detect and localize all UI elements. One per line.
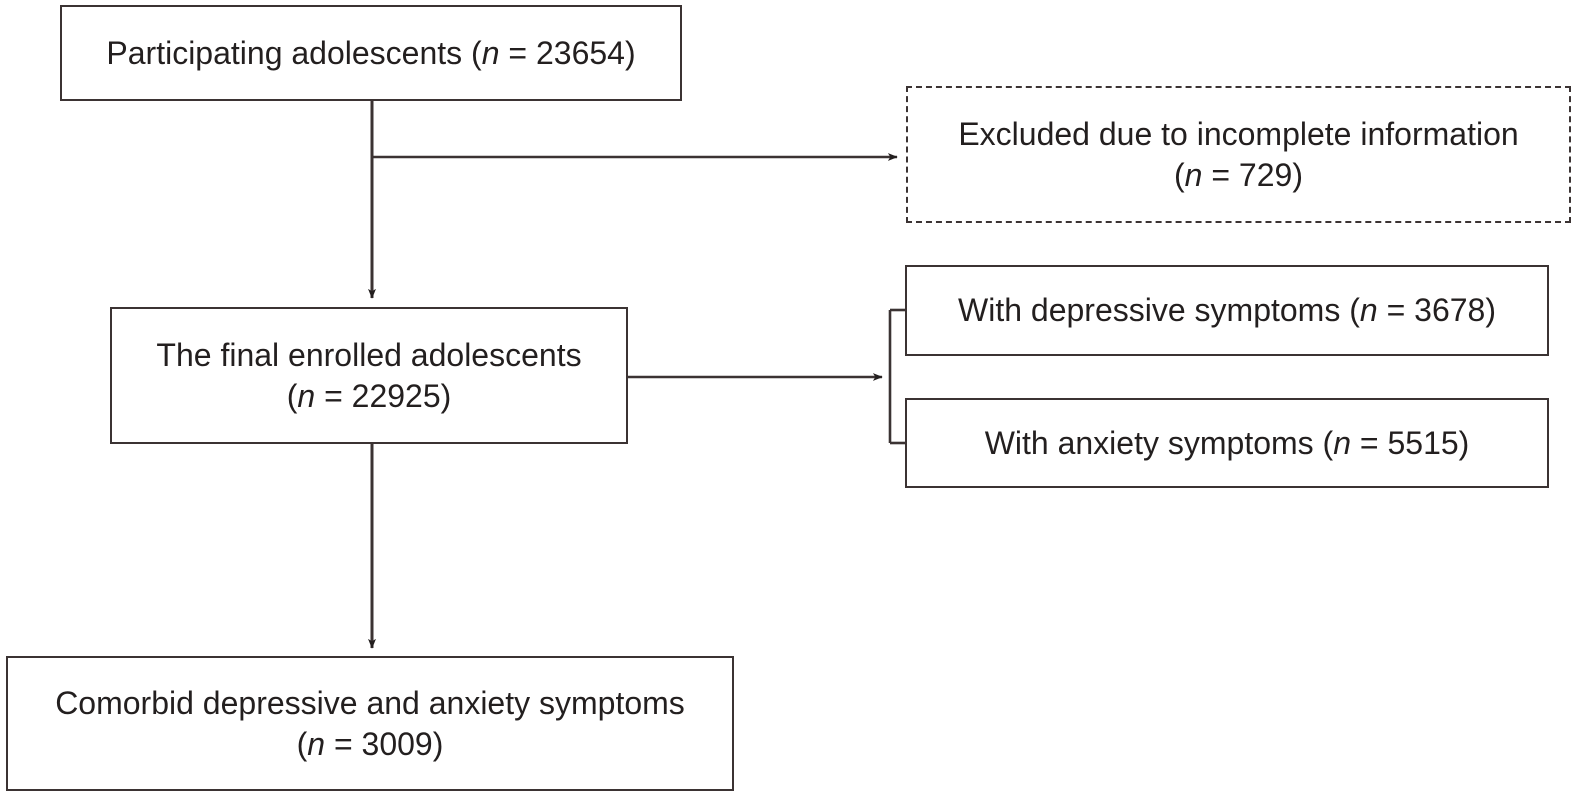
with-anxiety-symptoms-box[interactable]: With anxiety symptoms (n = 5515) [905,398,1549,488]
final-enrolled-adolescents-label: The final enrolled adolescents(n = 22925… [156,336,582,414]
participating-adolescents-box[interactable]: Participating adolescents (n = 23654) [60,5,682,101]
participating-adolescents-label: Participating adolescents (n = 23654) [106,34,636,71]
with-anxiety-symptoms-label: With anxiety symptoms (n = 5515) [984,424,1470,461]
with-depressive-symptoms-box[interactable]: With depressive symptoms (n = 3678) [905,265,1549,356]
final-enrolled-adolescents-box[interactable]: The final enrolled adolescents(n = 22925… [110,307,628,444]
connector-final-to-symptom-boxes [628,308,905,445]
comorbid-depressive-anxiety-symptoms-box[interactable]: Comorbid depressive and anxiety symptoms… [6,656,734,791]
comorbid-depressive-anxiety-symptoms-label: Comorbid depressive and anxiety symptoms… [55,684,685,762]
excluded-incomplete-information-label: Excluded due to incomplete information(n… [958,115,1519,193]
excluded-incomplete-information-box[interactable]: Excluded due to incomplete information(n… [906,86,1571,223]
with-depressive-symptoms-label: With depressive symptoms (n = 3678) [958,292,1496,329]
